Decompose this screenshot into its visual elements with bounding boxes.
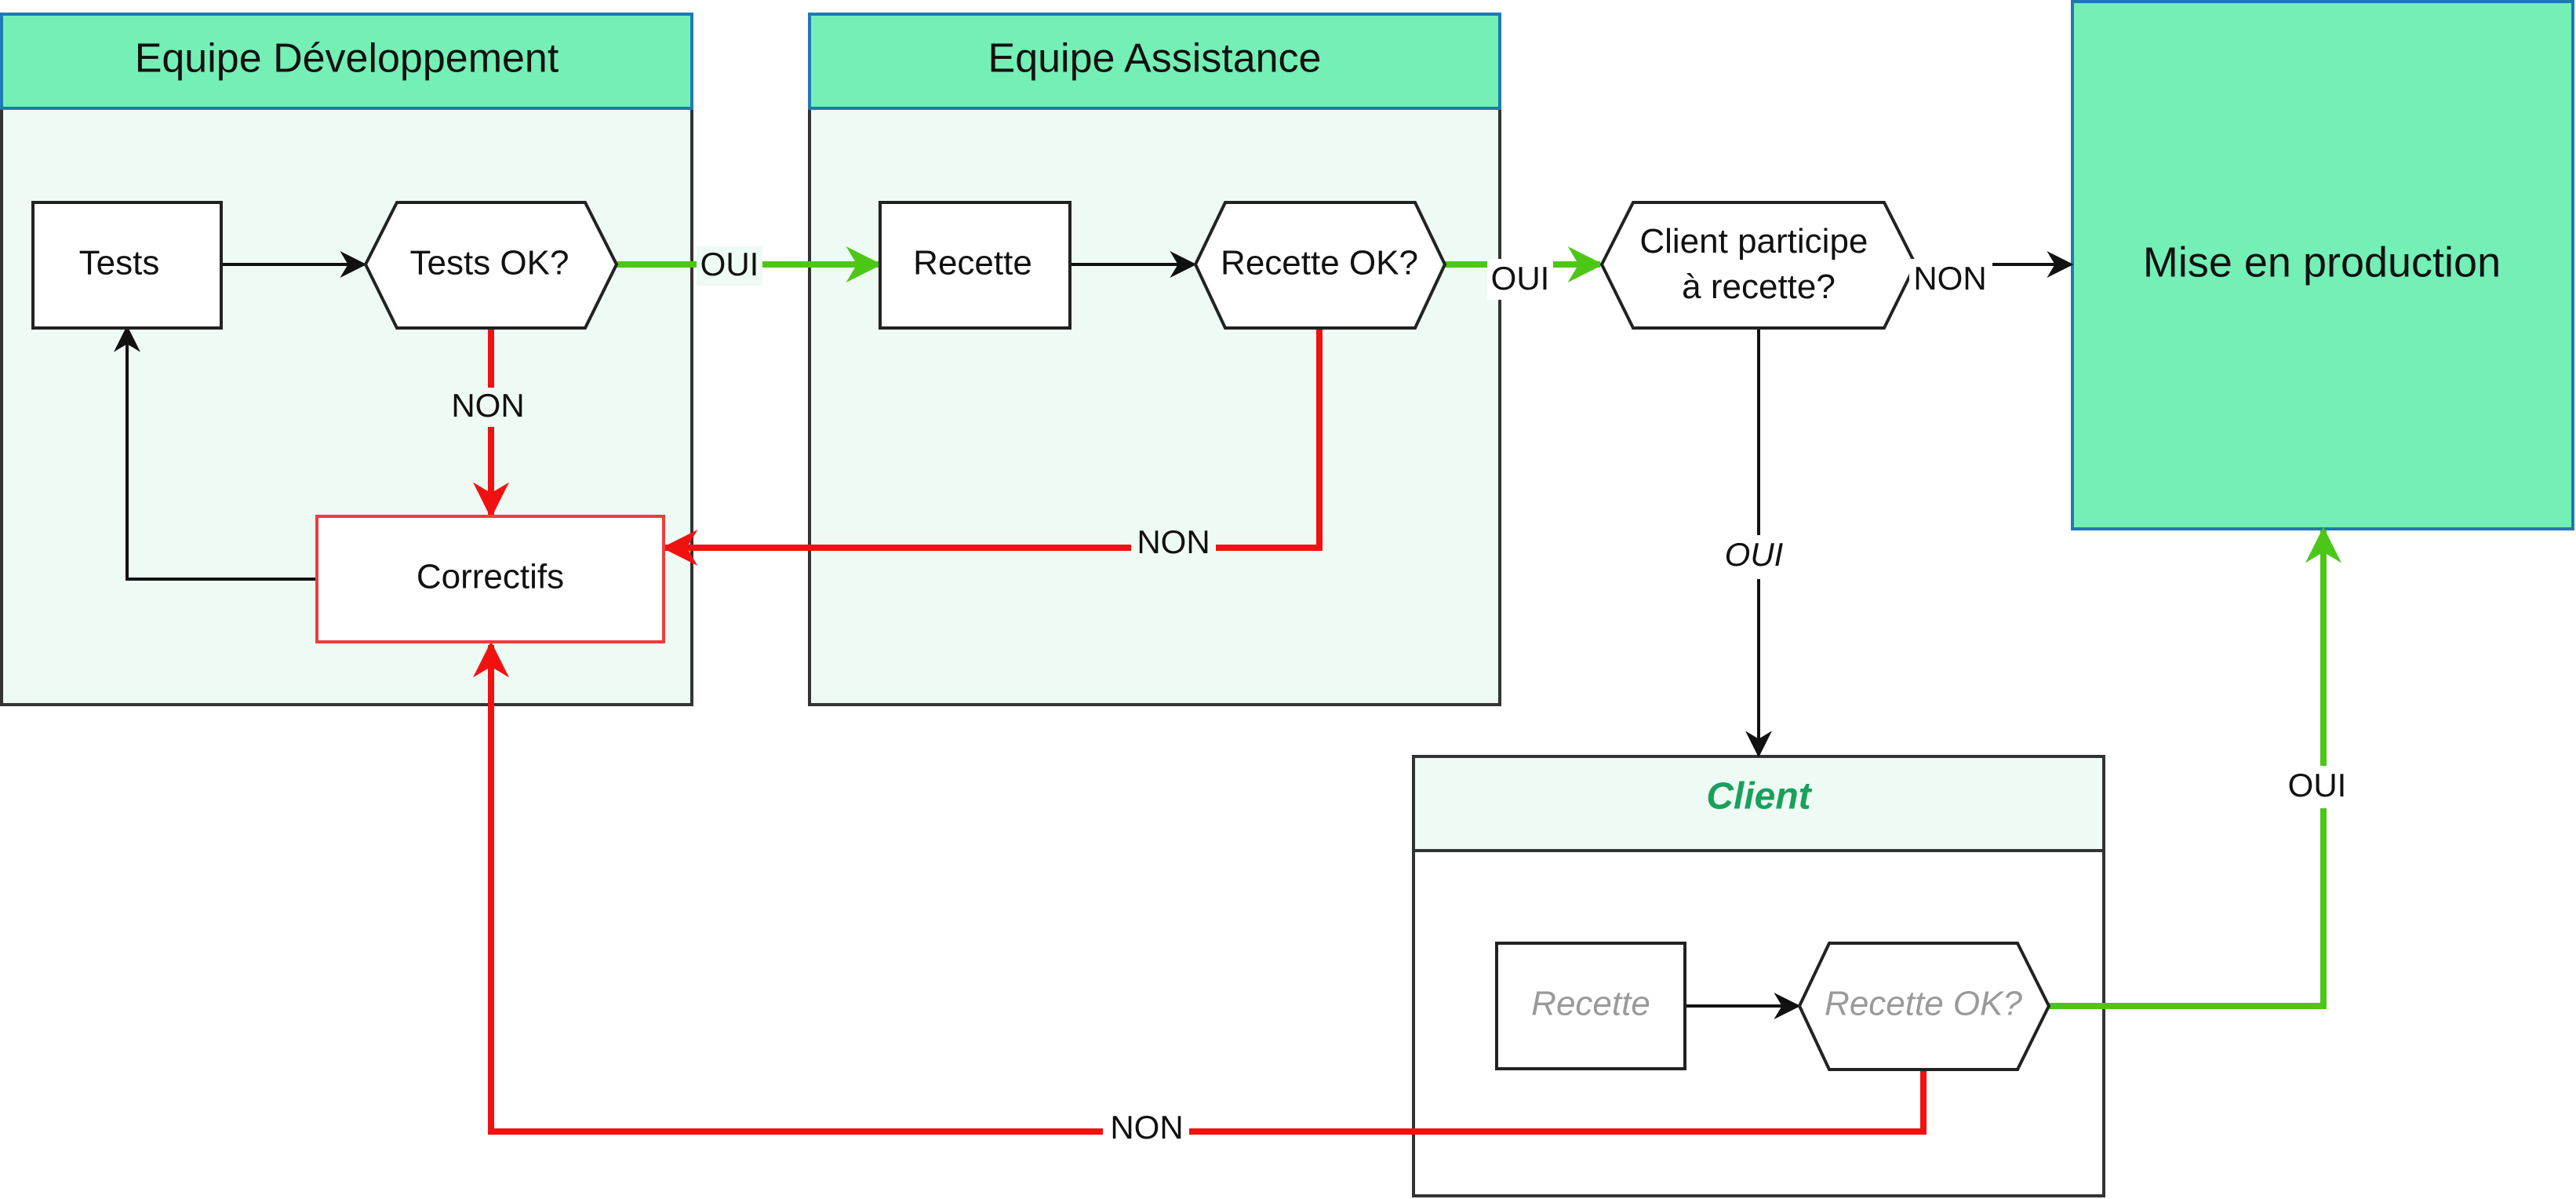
lane-client-header [1412,755,2105,852]
lane-support-body [808,107,1501,706]
node-correctifs: Correctifs [315,515,665,643]
node-recette-ok-support: Recette OK? [1193,201,1447,330]
node-recette-ok-client: Recette OK? [1797,942,2051,1071]
mise-en-production-label: Mise en production [2143,239,2501,286]
edge-recette-ok-non [661,328,1323,566]
node-client-participe-line2: à recette? [1682,268,1836,306]
edge-label-recette-ok-non: NON [1137,523,1210,560]
node-recette-client: Recette [1495,942,1686,1070]
lane-support-header [808,13,1501,110]
mise-en-production-node: Mise en production [2071,0,2574,530]
node-correctifs-label: Correctifs [417,558,564,596]
lane-dev-title: Equipe Développement [135,36,559,82]
edge-label-recette-ok-oui: OUI [1491,260,1550,297]
edge-label-client-recette-non: NON [1110,1109,1183,1146]
edge-label-tests-ok-oui: OUI [700,246,759,282]
node-tests-label: Tests [79,244,160,282]
node-recette-ok-support-label: Recette OK? [1221,244,1418,282]
edge-label-tests-ok-non: NON [451,387,524,424]
lane-client-title: Client [1706,776,1812,818]
node-tests-ok-label: Tests OK? [410,244,569,282]
node-recette-client-label: Recette [1531,985,1650,1023]
node-recette-support-label: Recette [913,244,1032,282]
edge-label-client-recette-oui: OUI [2288,767,2347,804]
lane-support: Equipe Assistance [808,13,1501,706]
node-client-participe-line1: Client participe [1639,222,1868,261]
edge-label-client-participe-non: NON [1913,260,1986,297]
node-client-participe: Client participe à recette? [1599,201,1918,330]
edge-client-recette-non [473,641,1927,1135]
lane-dev-header [0,13,693,110]
node-tests-ok: Tests OK? [363,201,619,330]
node-client-participe-label: Client participe à recette? [1639,222,1877,306]
node-recette-ok-client-label: Recette OK? [1825,985,2022,1023]
node-tests: Tests [31,201,223,330]
edge-label-client-participe-oui: OUI [1725,536,1784,573]
edge-correctifs-to-tests [114,325,317,581]
edge-client-recette-oui [2049,527,2341,1009]
edge-labels: OUI NON NON OUI NON OUI OUI NON [446,246,2358,1152]
node-recette-support: Recette [879,201,1072,330]
lane-support-title: Equipe Assistance [988,36,1322,82]
